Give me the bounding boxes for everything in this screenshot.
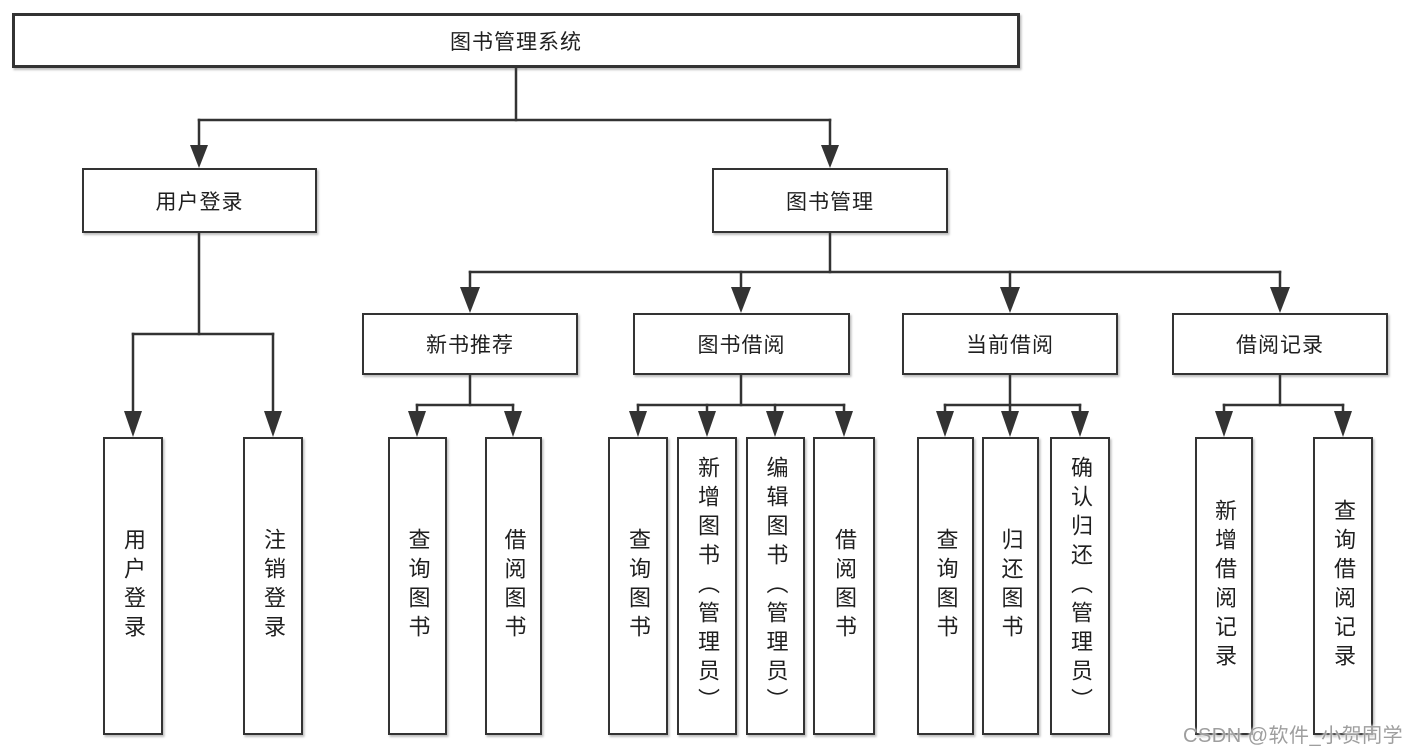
node-borrow-records: 借阅记录 (1172, 313, 1388, 375)
node-user-login: 用户登录 (82, 168, 317, 233)
node-new-book-recommend: 新书推荐 (362, 313, 578, 375)
leaf-add-borrow-record: 新增借阅记录 (1195, 437, 1253, 735)
leaf-query-books-recommend: 查询图书 (388, 437, 447, 735)
node-root: 图书管理系统 (12, 13, 1020, 68)
leaf-borrow-books: 借阅图书 (813, 437, 875, 735)
leaf-query-books-current: 查询图书 (917, 437, 974, 735)
leaf-confirm-return-admin: 确认归还（管理员） (1050, 437, 1110, 735)
node-current-borrow: 当前借阅 (902, 313, 1118, 375)
leaf-add-book-admin: 新增图书（管理员） (677, 437, 737, 735)
leaf-borrow-books-recommend: 借阅图书 (485, 437, 542, 735)
node-book-management: 图书管理 (712, 168, 948, 233)
watermark: CSDN @软件_小贺同学 (1183, 725, 1404, 747)
leaf-return-book: 归还图书 (982, 437, 1039, 735)
leaf-logout: 注销登录 (243, 437, 303, 735)
leaf-query-borrow-record: 查询借阅记录 (1313, 437, 1373, 735)
leaf-edit-book-admin: 编辑图书（管理员） (746, 437, 805, 735)
leaf-user-login: 用户登录 (103, 437, 163, 735)
leaf-query-books-borrow: 查询图书 (608, 437, 668, 735)
node-book-borrow: 图书借阅 (633, 313, 850, 375)
